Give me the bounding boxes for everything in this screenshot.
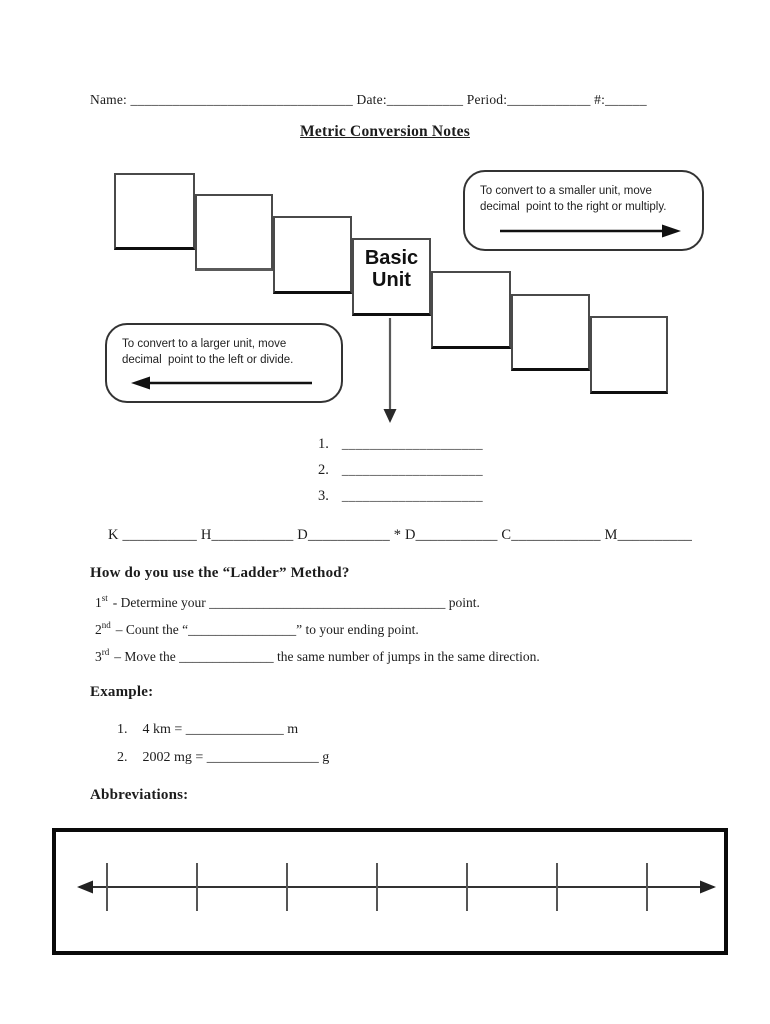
left-arrow-icon	[131, 376, 312, 390]
larger-unit-callout-text: To convert to a larger unit, move decima…	[122, 338, 294, 367]
numbered-blank-3: 3. ____________________	[318, 488, 483, 505]
right-arrow-icon	[500, 224, 681, 238]
down-arrow-icon	[383, 318, 397, 423]
tick-marks	[106, 863, 648, 911]
step-ordinal: rd	[101, 647, 110, 657]
ladder-step-box-1	[114, 173, 195, 250]
example-item-2: 2. 2002 mg = ________________ g	[117, 750, 329, 766]
ladder-step-box-3	[273, 216, 352, 294]
step-text: – Count the “________________” to your e…	[115, 622, 419, 637]
blank-line: ____________________	[341, 488, 483, 503]
larger-unit-callout: To convert to a larger unit, move decima…	[105, 323, 343, 403]
blank-line: ____________________	[341, 436, 483, 451]
smaller-unit-callout-text: To convert to a smaller unit, move decim…	[480, 185, 667, 214]
numbered-blank-2: 2. ____________________	[318, 462, 483, 479]
blank-line: ____________________	[341, 462, 483, 477]
abbreviations-heading: Abbreviations:	[90, 787, 189, 803]
step-text: - Determine your _______________________…	[112, 595, 480, 610]
smaller-unit-callout: To convert to a smaller unit, move decim…	[463, 170, 704, 251]
page-title: Metric Conversion Notes	[300, 123, 470, 140]
example-heading: Example:	[90, 684, 154, 700]
example-text: 2002 mg = ________________ g	[142, 750, 330, 765]
example-number: 2.	[117, 750, 128, 765]
step-number: 3	[95, 649, 102, 664]
unit-prefix-line: K __________ H___________ D___________ *…	[108, 527, 693, 543]
example-text: 4 km = ______________ m	[142, 722, 299, 737]
example-number: 1.	[117, 722, 128, 737]
ladder-step-1: 1st - Determine your ____________________…	[95, 593, 480, 611]
numbered-blank-1: 1. ____________________	[318, 436, 483, 453]
ladder-step-box-7	[590, 316, 668, 394]
ladder-step-3: 3rd – Move the ______________ the same nu…	[95, 647, 540, 665]
step-number: 2	[95, 622, 102, 637]
abbreviations-number-line-box	[52, 828, 728, 955]
ladder-step-2: 2nd – Count the “________________” to you…	[95, 620, 419, 638]
ladder-step-box-6	[511, 294, 590, 371]
number-line	[77, 863, 716, 911]
ladder-method-heading: How do you use the “Ladder” Method?	[90, 565, 350, 581]
blank-number: 2.	[318, 462, 329, 478]
step-ordinal: st	[101, 593, 108, 603]
step-number: 1	[95, 595, 102, 610]
ladder-step-box-2	[195, 194, 273, 271]
basic-unit-box: Basic Unit	[352, 238, 431, 316]
name-date-period-line: Name: ________________________________ D…	[90, 92, 647, 107]
blank-number: 3.	[318, 488, 329, 504]
basic-unit-label: Basic Unit	[364, 247, 419, 291]
example-item-1: 1. 4 km = ______________ m	[117, 722, 298, 738]
step-text: – Move the ______________ the same numbe…	[114, 649, 540, 664]
ladder-step-box-5	[431, 271, 511, 349]
blank-number: 1.	[318, 436, 329, 452]
step-ordinal: nd	[101, 620, 111, 630]
